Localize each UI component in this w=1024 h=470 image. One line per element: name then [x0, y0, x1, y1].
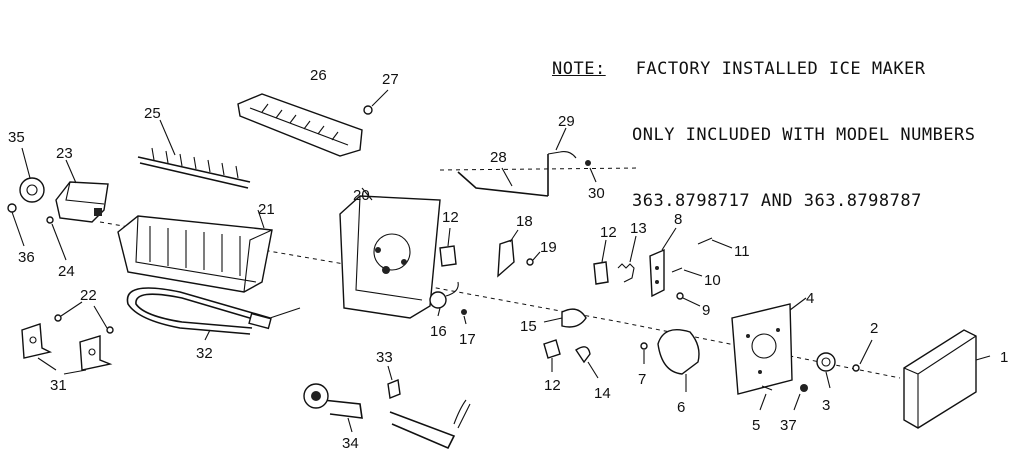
- note-line-1: FACTORY INSTALLED ICE MAKER: [635, 59, 926, 79]
- part-16-motor: [429, 281, 459, 317]
- part-9-screw: [676, 292, 701, 307]
- label-9: 9: [702, 302, 710, 319]
- label-8: 8: [674, 211, 682, 228]
- label-17: 17: [459, 331, 476, 348]
- label-31: 31: [50, 377, 67, 394]
- part-30-nut: [585, 160, 597, 183]
- part-2-screw: [852, 339, 873, 372]
- note-line-2: ONLY INCLUDED WITH MODEL NUMBERS: [632, 125, 976, 145]
- label-32: 32: [196, 345, 213, 362]
- part-31-brackets: [21, 323, 113, 375]
- part-17-screw: [461, 309, 467, 325]
- part-12c-switch: [543, 339, 561, 372]
- part-21-mold: [117, 209, 273, 293]
- part-12b-switch: [593, 239, 609, 285]
- label-6: 6: [677, 399, 685, 416]
- label-33: 33: [376, 349, 393, 366]
- label-27: 27: [382, 71, 399, 88]
- label-12c: 12: [544, 377, 561, 394]
- part-4-plate: [731, 297, 807, 395]
- note-heading: NOTE:: [552, 59, 606, 79]
- part-34-harness: [303, 383, 471, 450]
- label-1: 1: [1000, 349, 1008, 366]
- part-36-nut: [7, 203, 25, 247]
- label-28: 28: [490, 149, 507, 166]
- part-3-knob: [816, 352, 836, 389]
- label-24: 24: [58, 263, 75, 280]
- factory-note: NOTE: FACTORY INSTALLED ICE MAKER ONLY IN…: [552, 14, 976, 234]
- label-12a: 12: [442, 209, 459, 226]
- label-30: 30: [588, 185, 605, 202]
- label-34: 34: [342, 435, 359, 452]
- part-26-cover: [237, 93, 363, 157]
- part-10-screw: [671, 267, 703, 277]
- label-35: 35: [8, 129, 25, 146]
- part-24-screw: [46, 216, 67, 261]
- label-36: 36: [18, 249, 35, 266]
- part-25-ejector: [137, 119, 251, 189]
- note-line-3: 363.8798717 AND 363.8798787: [632, 191, 922, 211]
- label-3: 3: [822, 397, 830, 414]
- label-11: 11: [734, 243, 750, 260]
- label-26: 26: [310, 67, 327, 84]
- part-20-frame: [339, 187, 441, 319]
- label-19: 19: [540, 239, 557, 256]
- part-11-screw: [697, 237, 733, 249]
- part-22-screws: [54, 301, 114, 334]
- part-33-clip: [387, 365, 401, 399]
- label-2: 2: [870, 320, 878, 337]
- label-18: 18: [516, 213, 533, 230]
- label-22: 22: [80, 287, 97, 304]
- part-1-cover: [903, 329, 991, 429]
- label-20: 20: [353, 187, 370, 204]
- part-15-thermostat: [543, 308, 587, 328]
- part-7-screw: [640, 342, 648, 364]
- label-7: 7: [638, 371, 646, 388]
- part-13-spring: [617, 235, 637, 283]
- label-23: 23: [56, 145, 73, 162]
- label-14: 14: [594, 385, 611, 402]
- part-14-cam: [575, 346, 599, 379]
- part-23-housing: [55, 159, 109, 223]
- label-5: 5: [752, 417, 760, 434]
- part-19-screw: [526, 251, 541, 266]
- assembly-axis-top: [439, 167, 641, 171]
- part-32-heater: [126, 287, 301, 341]
- label-4: 4: [806, 290, 814, 307]
- label-15: 15: [520, 318, 537, 335]
- part-12a-switch: [439, 227, 457, 267]
- part-18-lever: [497, 229, 519, 278]
- part-29-spring: [547, 127, 577, 159]
- label-10: 10: [704, 272, 721, 289]
- label-25: 25: [144, 105, 161, 122]
- part-8-bracket: [649, 227, 677, 298]
- label-13: 13: [630, 220, 647, 237]
- label-12b: 12: [600, 224, 617, 241]
- label-21: 21: [258, 201, 275, 218]
- part-5-screw: [759, 385, 773, 411]
- part-27-screw: [363, 89, 389, 115]
- label-29: 29: [558, 113, 575, 130]
- part-6-motor: [657, 329, 700, 392]
- part-35-gear: [19, 147, 45, 203]
- part-28-arm: [457, 154, 549, 197]
- label-37: 37: [780, 417, 797, 434]
- label-16: 16: [430, 323, 447, 340]
- assembly-axis-right: [419, 284, 901, 379]
- part-37-nut: [793, 384, 808, 411]
